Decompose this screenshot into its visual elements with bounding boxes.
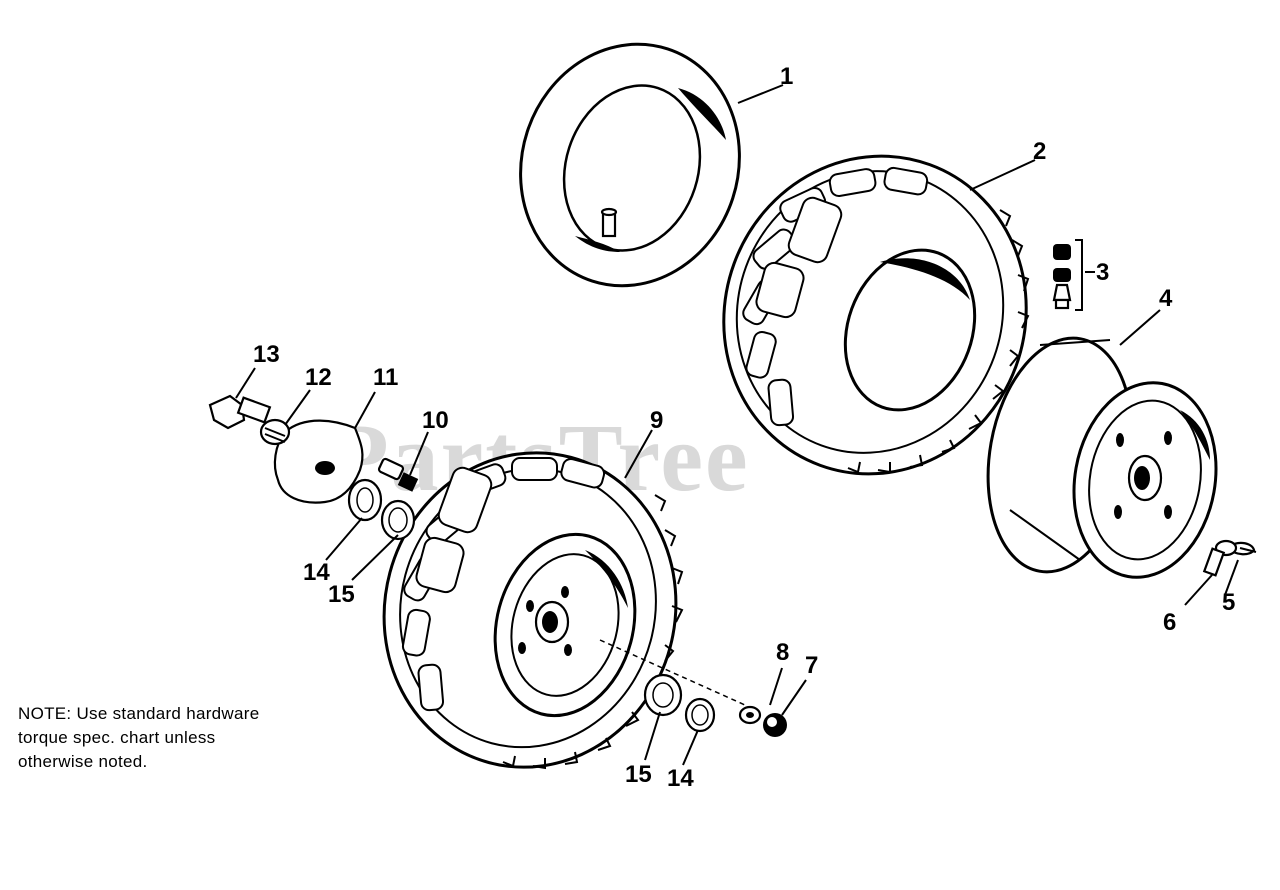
callout-4: 4 [1159, 285, 1173, 312]
tire-upper [722, 154, 1030, 476]
torque-note: NOTE: Use standard hardware torque spec.… [18, 702, 358, 774]
callout-13: 13 [253, 341, 280, 368]
callout-5: 5 [1222, 589, 1235, 616]
lock-nut [763, 713, 787, 737]
hub-flange [273, 419, 364, 504]
note-line-2: torque spec. chart unless [18, 728, 216, 747]
callout-8: 8 [776, 639, 789, 666]
callout-12: 12 [305, 364, 332, 391]
callout-10: 10 [422, 407, 449, 434]
spring-washer [259, 418, 291, 446]
inner-tube [519, 42, 741, 288]
clevis-pin [1202, 539, 1238, 577]
wheel-tire-assembly [382, 451, 746, 770]
callout-15-left: 15 [328, 581, 355, 608]
callout-7: 7 [805, 652, 818, 679]
callout-15-right: 15 [625, 761, 652, 788]
note-line-1: NOTE: Use standard hardware [18, 704, 260, 723]
thrust-washer-left [347, 478, 383, 522]
callout-9: 9 [650, 407, 663, 434]
callout-11: 11 [373, 364, 398, 391]
thrust-washer-right [643, 673, 683, 717]
callout-2: 2 [1033, 138, 1046, 165]
leader-lines [235, 84, 1239, 766]
retaining-ring-right [684, 697, 716, 733]
hex-bolt [208, 394, 272, 430]
callout-3: 3 [1096, 259, 1109, 286]
callout-14-right: 14 [667, 765, 694, 792]
note-line-3: otherwise noted. [18, 752, 148, 771]
retaining-ring-left [380, 499, 416, 541]
callout-6: 6 [1163, 609, 1176, 636]
flat-washer [738, 705, 762, 725]
callout-14-left: 14 [303, 559, 330, 586]
grease-fitting [377, 457, 419, 492]
wheel-rim [986, 336, 1218, 579]
callout-1: 1 [780, 63, 793, 90]
valve-stem-assembly [1052, 239, 1083, 311]
